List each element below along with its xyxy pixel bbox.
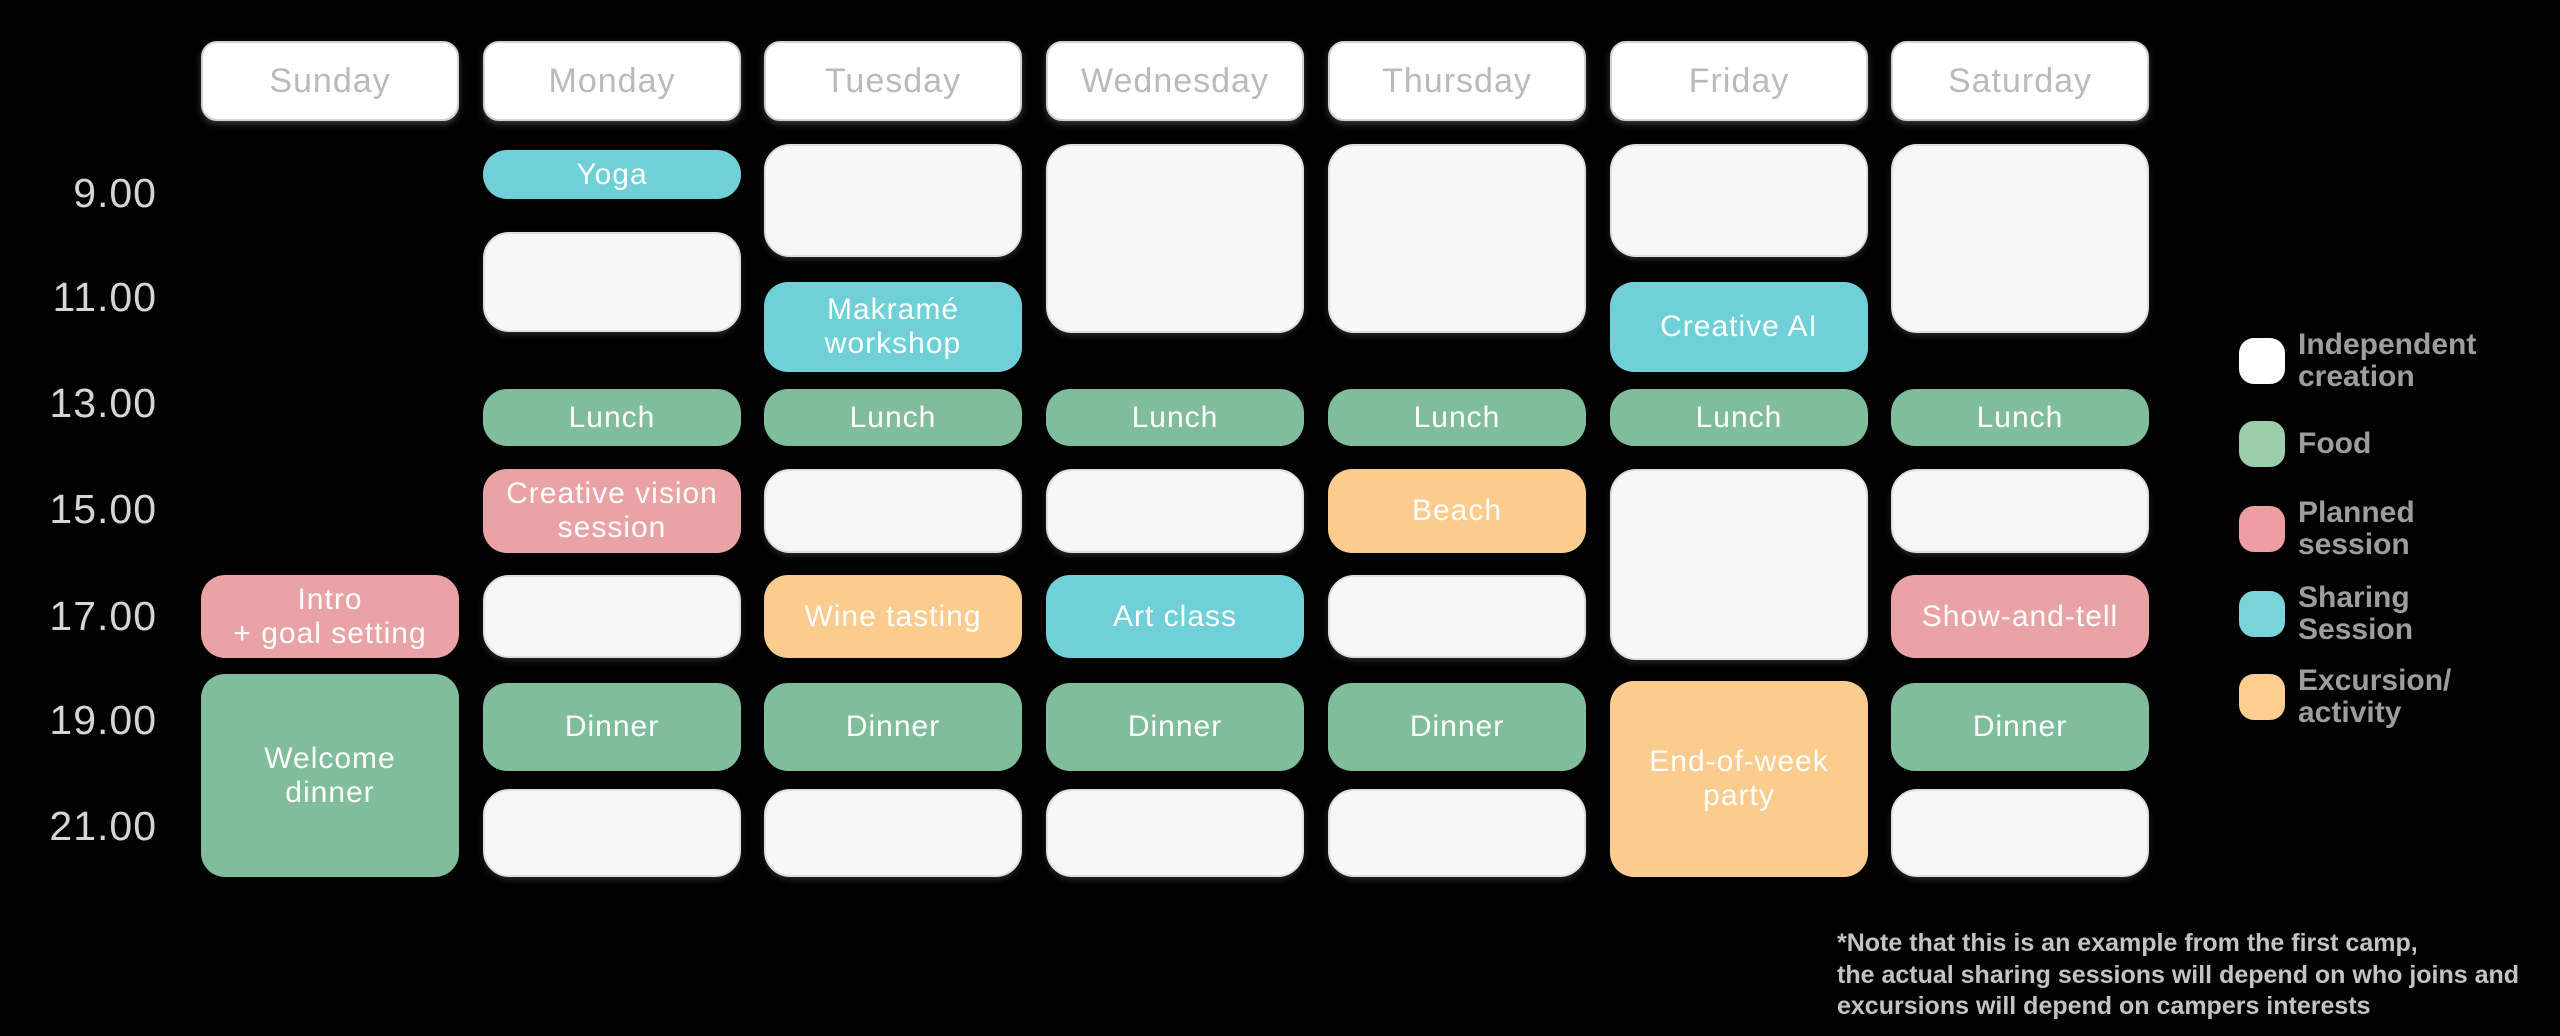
event-cell-monday-dinner: Dinner (483, 683, 741, 771)
day-header-wednesday: Wednesday (1046, 41, 1304, 121)
day-header-tuesday: Tuesday (764, 41, 1022, 121)
event-cell-monday-creative-vision-session: Creative vision session (483, 469, 741, 553)
event-cell-tuesday-lunch: Lunch (764, 389, 1022, 446)
event-cell-wednesday-independent-creation (1046, 144, 1304, 333)
legend-swatch-planned (2239, 506, 2285, 552)
event-cell-wednesday-independent-creation (1046, 469, 1304, 553)
event-cell-wednesday-dinner: Dinner (1046, 683, 1304, 771)
legend-item-sharing: Sharing Session (2239, 580, 2414, 646)
event-cell-tuesday-independent-creation (764, 789, 1022, 877)
event-cell-tuesday-wine-tasting: Wine tasting (764, 575, 1022, 658)
legend-swatch-independent (2239, 338, 2285, 384)
legend-label-independent: Independent creation (2298, 327, 2477, 393)
event-cell-tuesday-independent-creation (764, 469, 1022, 553)
time-label-19-00: 19.00 (49, 696, 157, 743)
event-cell-friday-independent-creation (1610, 144, 1868, 257)
event-cell-saturday-independent-creation (1891, 469, 2149, 553)
event-cell-monday-independent-creation (483, 575, 741, 658)
event-cell-monday-independent-creation (483, 232, 741, 332)
event-cell-thursday-dinner: Dinner (1328, 683, 1586, 771)
legend-label-excursion: Excursion/ activity (2298, 663, 2452, 729)
event-cell-thursday-lunch: Lunch (1328, 389, 1586, 446)
event-cell-thursday-independent-creation (1328, 144, 1586, 333)
footnote-line-3: excursions will depend on campers intere… (1837, 992, 2371, 1020)
day-header-sunday: Sunday (201, 41, 459, 121)
event-cell-tuesday-makram-workshop: Makramé workshop (764, 282, 1022, 372)
legend-swatch-sharing (2239, 591, 2285, 637)
time-label-13-00: 13.00 (49, 379, 157, 426)
legend-item-food: Food (2239, 413, 2371, 475)
event-cell-saturday-show-and-tell: Show-and-tell (1891, 575, 2149, 658)
legend-item-excursion: Excursion/ activity (2239, 663, 2452, 729)
event-cell-wednesday-independent-creation (1046, 789, 1304, 877)
legend-item-independent: Independent creation (2239, 327, 2477, 393)
footnote: *Note that this is an example from the f… (1837, 928, 2519, 1023)
event-cell-tuesday-dinner: Dinner (764, 683, 1022, 771)
event-cell-friday-creative-ai: Creative AI (1610, 282, 1868, 372)
time-label-9-00: 9.00 (73, 169, 157, 216)
day-header-monday: Monday (483, 41, 741, 121)
legend-label-sharing: Sharing Session (2298, 580, 2414, 646)
event-cell-saturday-independent-creation (1891, 789, 2149, 877)
event-cell-tuesday-independent-creation (764, 144, 1022, 257)
day-header-thursday: Thursday (1328, 41, 1586, 121)
event-cell-monday-independent-creation (483, 789, 741, 877)
event-cell-thursday-independent-creation (1328, 575, 1586, 658)
event-cell-friday-lunch: Lunch (1610, 389, 1868, 446)
legend-label-food: Food (2298, 426, 2372, 460)
day-header-saturday: Saturday (1891, 41, 2149, 121)
footnote-line-1: *Note that this is an example from the f… (1837, 929, 2418, 957)
time-label-15-00: 15.00 (49, 485, 157, 532)
event-cell-saturday-dinner: Dinner (1891, 683, 2149, 771)
event-cell-monday-lunch: Lunch (483, 389, 741, 446)
time-label-11-00: 11.00 (52, 273, 157, 320)
event-cell-friday-end-of-week-party: End-of-week party (1610, 681, 1868, 877)
event-cell-sunday-welcome-dinner: Welcome dinner (201, 674, 459, 877)
legend-swatch-excursion (2239, 674, 2285, 720)
event-cell-saturday-lunch: Lunch (1891, 389, 2149, 446)
legend-swatch-food (2239, 421, 2285, 467)
event-cell-wednesday-art-class: Art class (1046, 575, 1304, 658)
event-cell-friday-independent-creation (1610, 469, 1868, 660)
legend-label-planned: Planned session (2298, 495, 2415, 561)
footnote-line-2: the actual sharing sessions will depend … (1837, 960, 2520, 989)
time-label-17-00: 17.00 (49, 592, 157, 639)
day-header-friday: Friday (1610, 41, 1868, 121)
event-cell-monday-yoga: Yoga (483, 150, 741, 199)
event-cell-saturday-independent-creation (1891, 144, 2149, 333)
event-cell-thursday-beach: Beach (1328, 469, 1586, 553)
event-cell-thursday-independent-creation (1328, 789, 1586, 877)
event-cell-wednesday-lunch: Lunch (1046, 389, 1304, 446)
legend-item-planned: Planned session (2239, 495, 2415, 561)
event-cell-sunday-intro-goal-setting: Intro + goal setting (201, 575, 459, 658)
time-label-21-00: 21.00 (49, 802, 157, 849)
